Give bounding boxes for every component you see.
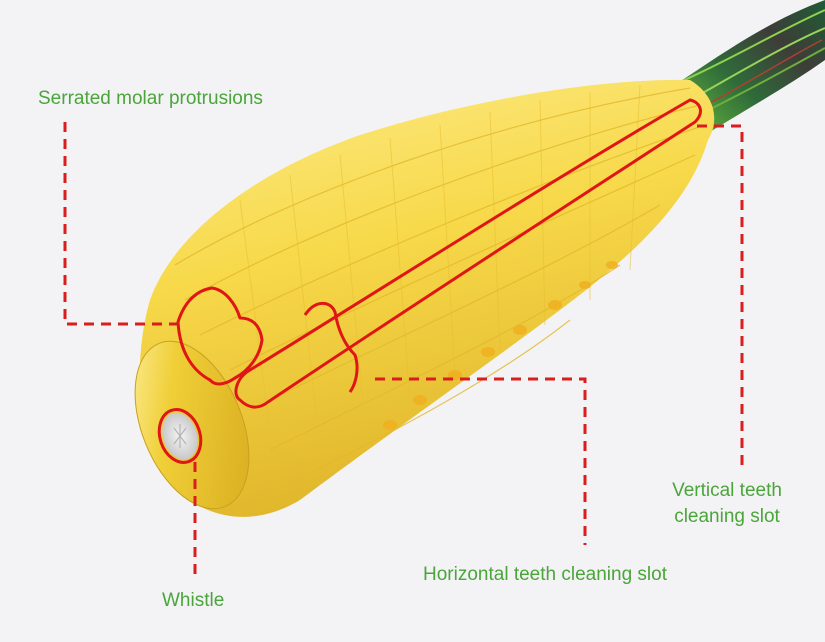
serrated-callout-line xyxy=(63,122,180,326)
vertical-slot-label-line1: Vertical teeth xyxy=(672,480,782,501)
horizontal-slot-callout-line xyxy=(375,377,587,545)
highlight-outlines xyxy=(176,98,702,409)
whistle-label: Whistle xyxy=(162,590,225,611)
vertical-slot-label: Vertical teeth cleaning slot xyxy=(652,478,802,530)
callout-lines xyxy=(63,122,744,580)
whistle-icon xyxy=(157,408,203,464)
serrated-molar-label: Serrated molar protrusions xyxy=(38,88,263,109)
horizontal-slot-label: Horizontal teeth cleaning slot xyxy=(423,564,667,585)
vertical-slot-label-line2: cleaning slot xyxy=(674,506,780,527)
vertical-slot-callout-line xyxy=(697,124,744,470)
